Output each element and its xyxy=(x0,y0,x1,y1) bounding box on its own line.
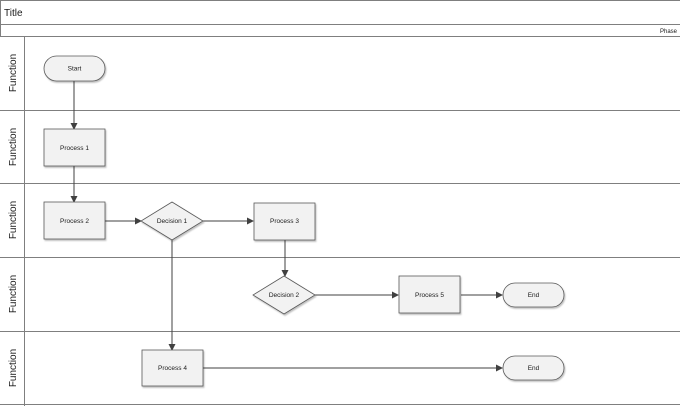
process-4-node: Process 4 xyxy=(141,349,204,387)
process-5-node: Process 5 xyxy=(398,275,461,314)
phase-label: Phase xyxy=(660,29,678,35)
decision-2-shape xyxy=(252,275,316,315)
process-2-shape xyxy=(43,201,106,240)
process-5-shape xyxy=(398,275,461,314)
lane-label-2: Function xyxy=(8,128,19,166)
connectors xyxy=(70,81,503,372)
lane-label-3: Function xyxy=(8,201,19,239)
decision-2-label: Decision 2 xyxy=(269,292,300,299)
process-2-node: Process 2 xyxy=(43,201,106,240)
end-2-label: End xyxy=(528,365,540,372)
end-2-shape xyxy=(502,355,565,381)
process-3-shape xyxy=(253,202,316,241)
diagram-title: Title xyxy=(4,8,23,19)
decision-1-label: Decision 1 xyxy=(157,218,188,225)
end-1-shape xyxy=(502,282,565,308)
decision-1-shape xyxy=(140,201,204,241)
title-bar xyxy=(0,0,680,25)
phase-bar xyxy=(0,24,680,37)
lane-label-5: Function xyxy=(8,349,19,387)
process-2-label: Process 2 xyxy=(60,218,89,225)
process-4-label: Process 4 xyxy=(158,365,187,372)
process-1-label: Process 1 xyxy=(60,145,89,152)
start-node: Start xyxy=(43,55,106,82)
start-label: Start xyxy=(68,66,82,73)
process-5-label: Process 5 xyxy=(415,292,444,299)
process-3-node: Process 3 xyxy=(253,202,316,241)
lane-label-4: Function xyxy=(8,275,19,313)
start-shape xyxy=(43,55,106,82)
decision-1-node: Decision 1 xyxy=(140,201,204,241)
end-2-node: End xyxy=(502,355,565,381)
decision-2-node: Decision 2 xyxy=(252,275,316,315)
process-1-shape xyxy=(43,128,106,167)
swimlanes xyxy=(0,36,680,406)
process-1-node: Process 1 xyxy=(43,128,106,167)
lane-label-1: Function xyxy=(8,54,19,92)
end-1-label: End xyxy=(528,292,540,299)
process-3-label: Process 3 xyxy=(270,218,299,225)
process-4-shape xyxy=(141,349,204,387)
end-1-node: End xyxy=(502,282,565,308)
